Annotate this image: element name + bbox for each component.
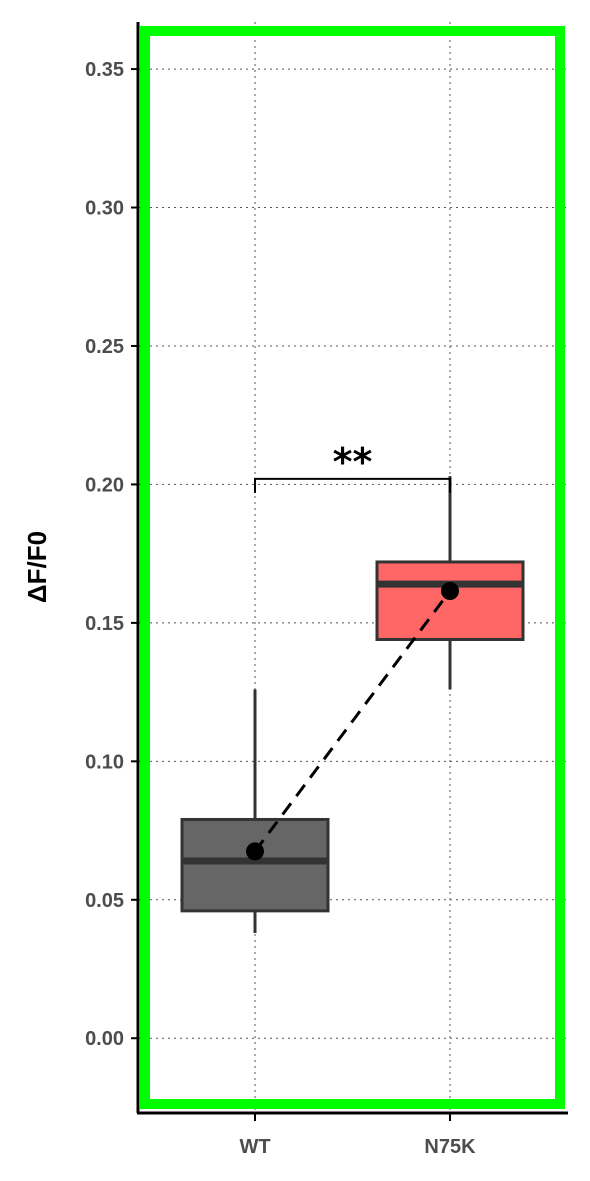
y-tick-label: 0.15 (85, 613, 124, 635)
box-iqr (180, 817, 330, 913)
significance-bracket (254, 477, 451, 493)
mean-point (246, 842, 264, 861)
y-tick-label: 0.25 (85, 336, 124, 358)
y-tick-label: 0.10 (85, 751, 124, 773)
y-tick-label: 0.00 (85, 1028, 124, 1050)
significance-annotation: ** (254, 440, 451, 493)
y-tick-label: 0.05 (85, 890, 124, 912)
means (246, 582, 459, 861)
y-axis-title: ΔF/F0 (22, 531, 52, 603)
x-tick-label: N75K (424, 1136, 476, 1158)
box-iqr (375, 560, 525, 641)
mean-point (441, 582, 459, 601)
y-tick-label: 0.20 (85, 474, 124, 496)
x-axis-ticks: WT N75K (239, 1113, 476, 1158)
grid-lines (138, 22, 568, 1113)
highlight-frame (140, 26, 565, 1109)
y-axis-ticks: 0.00 0.05 0.10 0.15 0.20 0.25 0.30 0.35 (85, 59, 138, 1050)
mean-connector-line (253, 590, 452, 853)
significance-label: ** (333, 440, 373, 484)
x-tick-label: WT (239, 1136, 270, 1158)
y-tick-label: 0.35 (85, 59, 124, 81)
box-wt (180, 689, 330, 934)
box-n75k (375, 476, 525, 690)
y-tick-label: 0.30 (85, 198, 124, 220)
axes (136, 22, 568, 1115)
boxes (180, 476, 525, 934)
